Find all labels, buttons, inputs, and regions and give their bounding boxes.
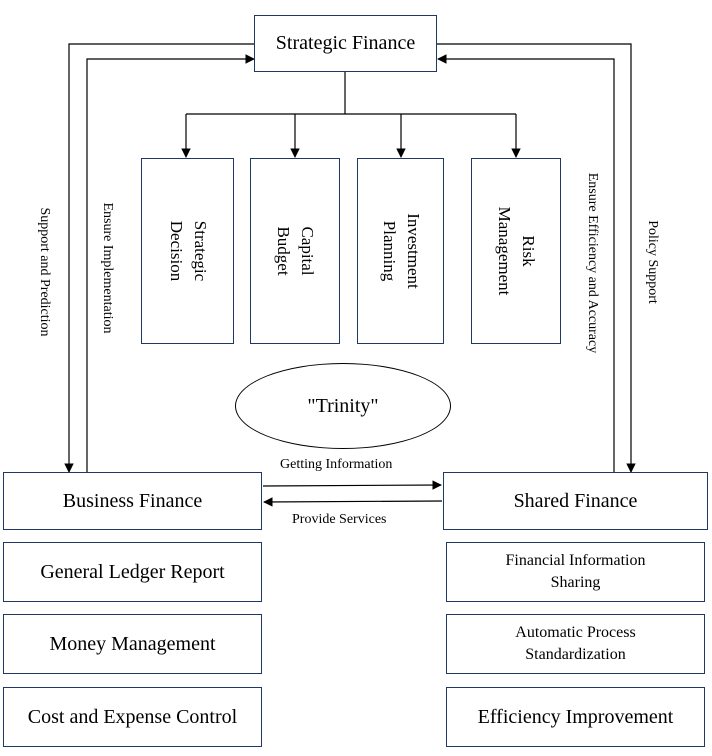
- strategic-finance-box: Strategic Finance: [254, 15, 437, 72]
- shared-item-efficiency: Efficiency Improvement: [446, 687, 705, 747]
- function-box-investment-planning: Investment Planning: [357, 158, 444, 344]
- shared-finance-title: Shared Finance: [513, 489, 638, 512]
- shared-item-process-standardization: Automatic Process Standardization: [446, 614, 705, 674]
- function-box-risk-management: Risk Management: [471, 158, 561, 344]
- business-item-cost-expense: Cost and Expense Control: [3, 687, 262, 747]
- trinity-label: "Trinity": [307, 394, 379, 417]
- trinity-oval: "Trinity": [235, 363, 451, 449]
- ensure-implementation-arrow: [86, 54, 255, 472]
- support-prediction-arrow: [64, 43, 255, 473]
- shared-finance-box: Shared Finance: [443, 472, 708, 530]
- ensure-efficiency-label: Ensure Efficiency and Accuracy: [585, 172, 600, 354]
- getting-information-arrow: [262, 480, 442, 490]
- getting-information-label: Getting Information: [280, 457, 393, 472]
- provide-services-label: Provide Services: [292, 512, 387, 527]
- policy-support-arrow: [437, 43, 636, 473]
- function-label: Risk Management: [495, 206, 538, 296]
- provide-services-arrow: [263, 497, 443, 507]
- business-item-general-ledger: General Ledger Report: [3, 542, 262, 602]
- strategic-finance-title: Strategic Finance: [275, 32, 416, 54]
- business-finance-box: Business Finance: [3, 472, 262, 530]
- function-box-capital-budget: Capital Budget: [250, 158, 340, 344]
- policy-support-label: Policy Support: [645, 220, 660, 304]
- business-finance-title: Business Finance: [62, 489, 203, 512]
- function-label: Investment Planning: [379, 213, 423, 289]
- function-label: Capital Budget: [274, 226, 317, 276]
- ensure-efficiency-arrow: [437, 54, 615, 472]
- function-label: Strategic Decision: [166, 220, 210, 282]
- business-item-money-management: Money Management: [3, 614, 262, 674]
- support-prediction-label: Support and Prediction: [37, 207, 52, 337]
- ensure-implementation-label: Ensure Implementation: [100, 202, 115, 334]
- shared-item-info-sharing: Financial Information Sharing: [446, 542, 705, 602]
- function-box-strategic-decision: Strategic Decision: [141, 158, 234, 344]
